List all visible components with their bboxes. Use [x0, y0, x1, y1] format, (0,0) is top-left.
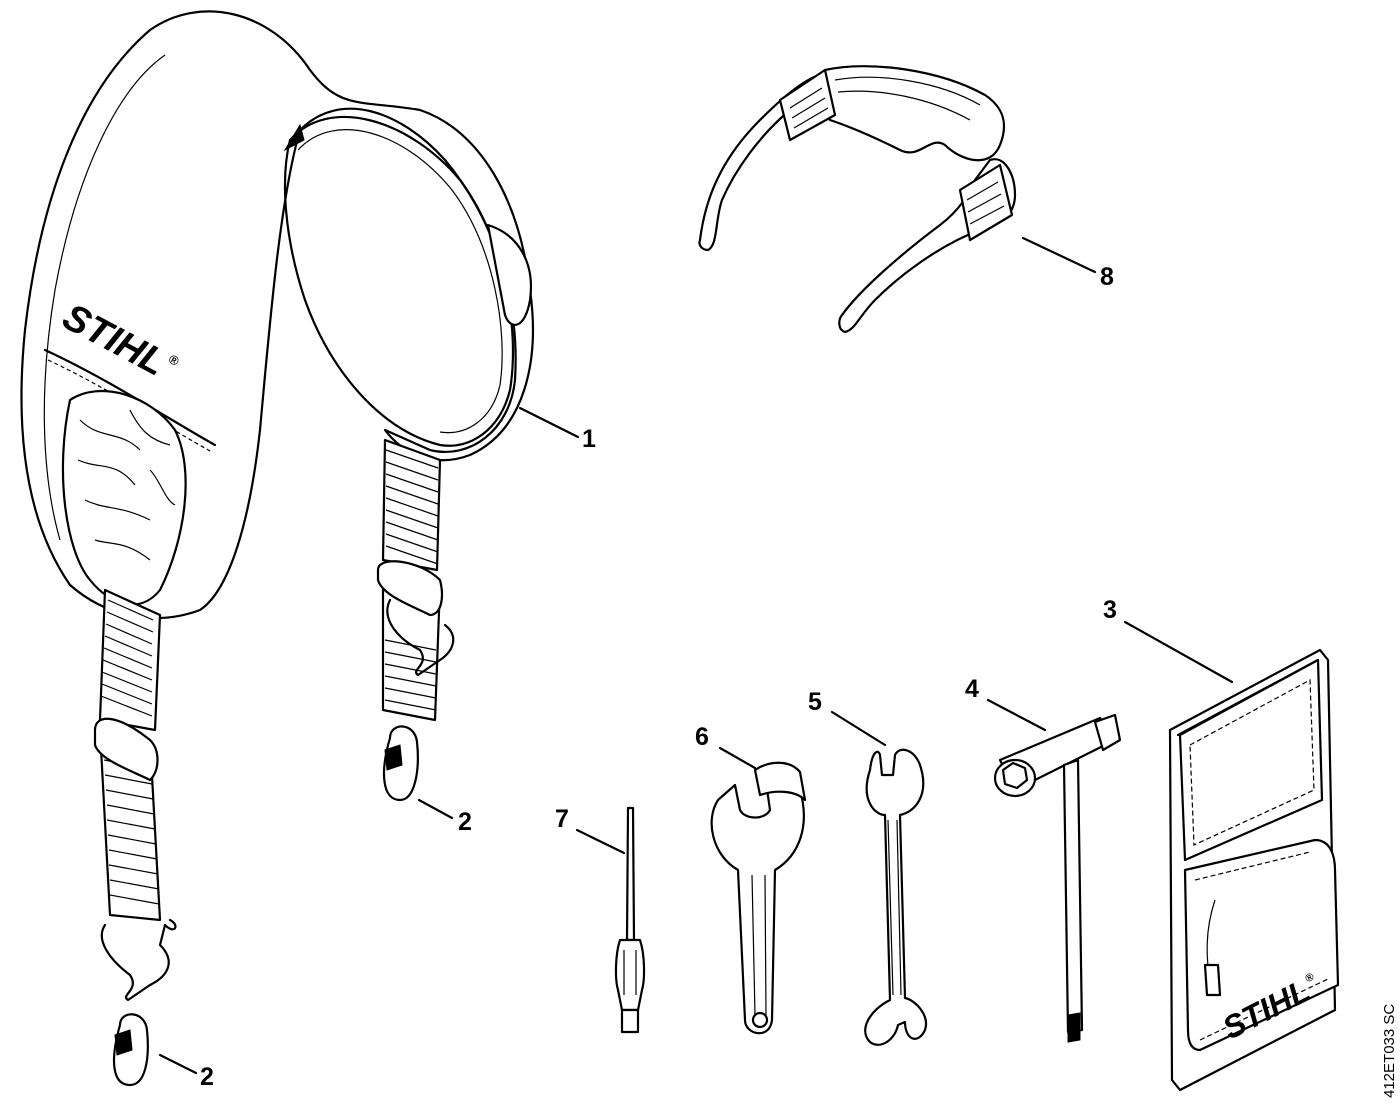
combination-wrench-illustration: [993, 713, 1122, 1043]
harness-left-strap: [93, 588, 177, 1087]
callout-6: 6: [695, 723, 709, 751]
callout-2-left: 2: [200, 1063, 214, 1091]
screwdriver-illustration: [614, 806, 646, 1034]
harness-illustration: STIHL ®: [20, 10, 534, 1087]
callout-leaders: [158, 236, 1234, 1075]
tool-pouch-illustration: STIHL ®: [1168, 648, 1340, 1092]
callout-5: 5: [808, 688, 822, 716]
harness-pad-inner: [283, 115, 515, 447]
open-wrench-illustration: [710, 761, 807, 1035]
callout-2-right: 2: [458, 808, 472, 836]
harness-mesh-panel: [61, 390, 187, 606]
harness-right-strap: [376, 438, 455, 802]
callout-8: 8: [1100, 263, 1114, 291]
double-wrench-illustration: [864, 748, 928, 1046]
callout-numbers: 1 2 2 3 4 5 6 7 8: [200, 263, 1117, 1091]
callout-1: 1: [582, 425, 596, 453]
callout-7: 7: [555, 805, 569, 833]
safety-glasses-illustration: [698, 65, 1017, 334]
callout-3: 3: [1103, 596, 1117, 624]
drawing-code: 412ET033 SC: [1381, 1004, 1398, 1098]
callout-4: 4: [965, 675, 979, 703]
